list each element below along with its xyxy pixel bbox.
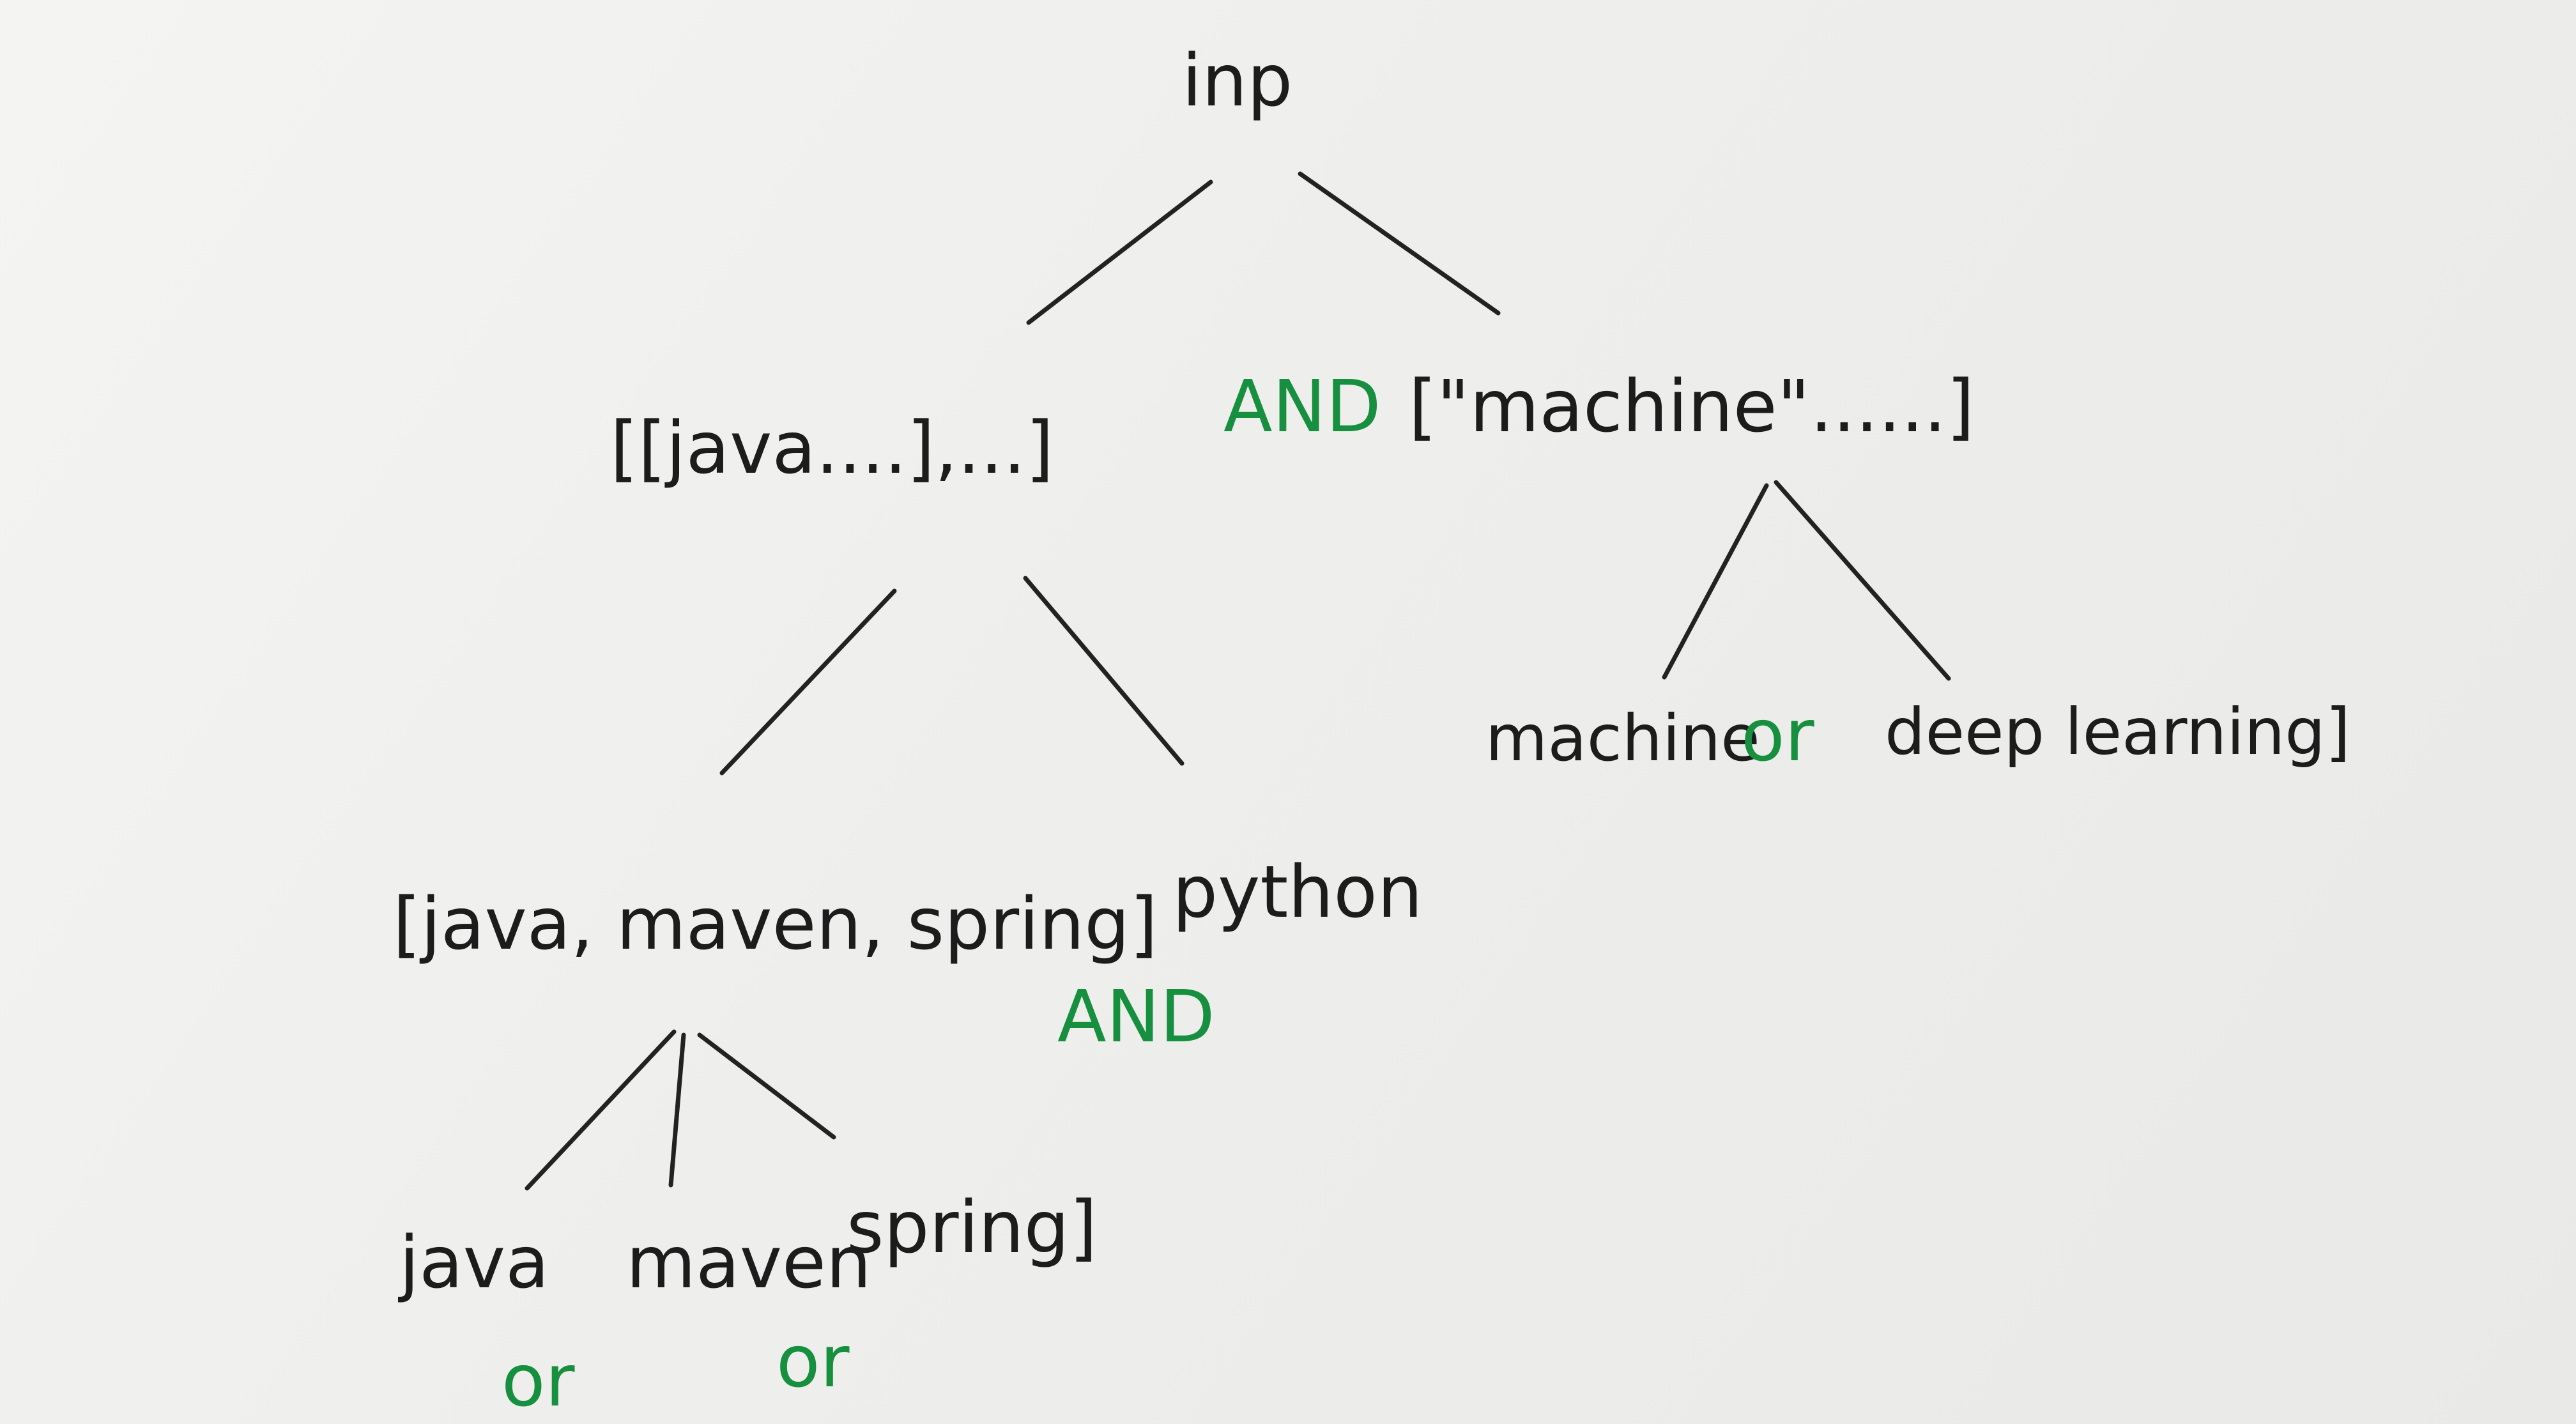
right-leaf-or-operator: or <box>1741 694 1815 777</box>
leaf-maven: maven <box>626 1221 871 1305</box>
level1-and-operator: AND <box>1223 365 1381 448</box>
edge-left-to-list <box>719 588 897 776</box>
right-leaf-machine: machine <box>1485 701 1760 776</box>
level1-left-node: [[java....],...] <box>610 407 1054 490</box>
edge-list-to-spring <box>697 1032 836 1140</box>
edge-list-to-java <box>525 1029 677 1191</box>
level2-python-node: python <box>1172 851 1423 934</box>
leaf-or-operator-1: or <box>502 1340 576 1423</box>
edge-list-to-maven <box>668 1032 686 1188</box>
edge-right-to-deep-learning <box>1774 480 1951 681</box>
edge-root-left <box>1026 180 1213 325</box>
right-leaf-deep-learning: deep learning] <box>1885 694 2350 769</box>
level2-list-node: [java, maven, spring] <box>393 883 1158 966</box>
leaf-or-operator-2: or <box>776 1321 850 1404</box>
edge-left-to-python <box>1023 576 1184 766</box>
level1-right-node: ["machine"......] <box>1409 365 1974 448</box>
leaf-spring: spring] <box>847 1186 1097 1269</box>
edge-root-right <box>1298 171 1501 316</box>
edge-right-to-machine <box>1662 483 1769 680</box>
leaf-java: java <box>397 1221 549 1305</box>
level2-and-operator: AND <box>1057 976 1215 1059</box>
root-node: inp <box>1182 40 1292 123</box>
